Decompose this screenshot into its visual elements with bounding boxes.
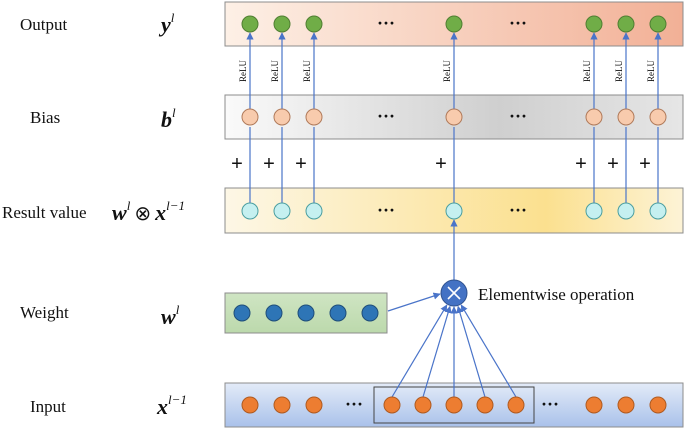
relu-label: ReLU (270, 60, 280, 82)
plus-sign: + (295, 153, 307, 175)
relu-label: ReLU (302, 60, 312, 82)
bias-ellipsis: ··· (509, 106, 527, 126)
input-node (617, 396, 635, 414)
result-symbol: wl⊗xl−1 (112, 198, 185, 225)
input-symbol: xl−1 (156, 392, 187, 419)
input-node (273, 396, 291, 414)
input-to-operator-arrow (460, 304, 517, 398)
output-node (649, 15, 667, 33)
plus-sign: + (231, 153, 243, 175)
input-node (476, 396, 494, 414)
bias-ellipsis: ··· (377, 106, 395, 126)
operation-label: Elementwise operation (478, 285, 635, 304)
input-to-operator-arrow (422, 305, 452, 398)
input-node (383, 396, 401, 414)
weight-row-label: Weight (20, 303, 69, 322)
output-symbol: yl (158, 10, 175, 37)
result-ellipsis: ··· (509, 200, 527, 220)
input-node (241, 396, 259, 414)
relu-label: ReLU (582, 60, 592, 82)
input-node (585, 396, 603, 414)
plus-sign: + (263, 153, 275, 175)
elementwise-operator (440, 279, 468, 307)
weight-to-operator-arrow (387, 292, 441, 312)
input-node (305, 396, 323, 414)
output-node (585, 15, 603, 33)
bias-node (445, 108, 463, 126)
bias-symbol: bl (161, 105, 176, 132)
relu-label: ReLU (442, 60, 452, 82)
result-node (617, 202, 635, 220)
input-ellipsis: ··· (541, 394, 559, 414)
multiply-icon (447, 286, 461, 300)
result-node (305, 202, 323, 220)
weight-node (329, 304, 347, 322)
bias-node (585, 108, 603, 126)
bias-node (617, 108, 635, 126)
output-node (617, 15, 635, 33)
bias-node (241, 108, 259, 126)
plus-sign: + (607, 153, 619, 175)
input-ellipsis: ··· (345, 394, 363, 414)
relu-label: ReLU (614, 60, 624, 82)
weight-node (361, 304, 379, 322)
bias-node (273, 108, 291, 126)
weight-symbol: wl (161, 302, 180, 329)
plus-sign: + (435, 153, 447, 175)
bias-node (305, 108, 323, 126)
weight-node (265, 304, 283, 322)
result-node (241, 202, 259, 220)
output-ellipsis: ··· (377, 13, 395, 33)
input-row-label: Input (30, 397, 66, 416)
input-node (507, 396, 525, 414)
weight-node (297, 304, 315, 322)
input-node (649, 396, 667, 414)
result-node (585, 202, 603, 220)
output-node (273, 15, 291, 33)
relu-label: ReLU (646, 60, 656, 82)
result-node (649, 202, 667, 220)
output-node (445, 15, 463, 33)
input-to-operator-arrow (456, 305, 486, 398)
plus-sign: + (639, 153, 651, 175)
result-node (445, 202, 463, 220)
result-ellipsis: ··· (377, 200, 395, 220)
output-node (305, 15, 323, 33)
plus-sign: + (575, 153, 587, 175)
output-ellipsis: ··· (509, 13, 527, 33)
input-node (445, 396, 463, 414)
bias-row-label: Bias (30, 108, 60, 127)
output-node (241, 15, 259, 33)
relu-label: ReLU (238, 60, 248, 82)
bias-node (649, 108, 667, 126)
input-to-operator-arrow (391, 304, 448, 398)
result-node (273, 202, 291, 220)
input-node (414, 396, 432, 414)
result-row-label: Result value (2, 203, 87, 222)
weight-node (233, 304, 251, 322)
output-row-label: Output (20, 15, 68, 34)
